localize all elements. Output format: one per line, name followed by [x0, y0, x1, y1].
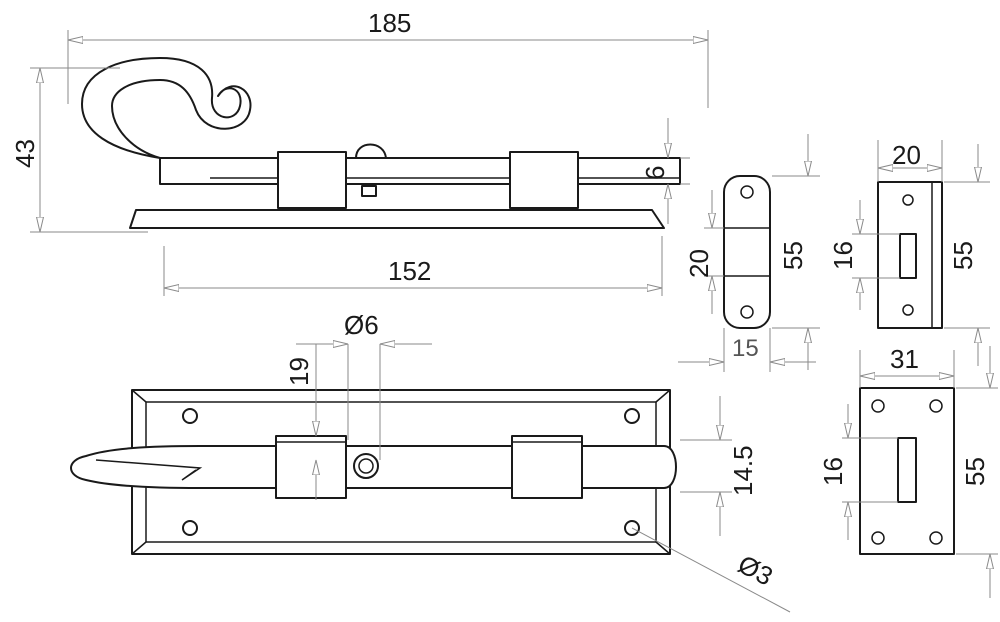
dim-plate-keeper-width-label: 20	[892, 140, 921, 170]
plate-keeper-slot	[899, 233, 917, 279]
keeper-body	[723, 175, 771, 329]
dim-keeper-height-label: 55	[778, 241, 808, 270]
dim-bolt-width: 14.5	[680, 396, 758, 536]
screw-hole	[182, 520, 198, 536]
dim-base-length-label: 152	[388, 256, 431, 286]
dim-plate-keeper-height-label: 55	[948, 241, 978, 270]
square-keeper-hole	[929, 531, 943, 545]
dim-plate-keeper-slot-label: 16	[828, 241, 858, 270]
guide-right-side	[509, 151, 579, 209]
dim-bolt-width-label: 14.5	[728, 445, 758, 496]
plate-keeper-side-view	[877, 181, 943, 329]
knob-stem	[361, 185, 377, 197]
dim-square-keeper-slot-label: 16	[818, 457, 848, 486]
dim-base-length: 152	[163, 236, 663, 296]
square-keeper-slot	[897, 437, 917, 503]
square-keeper-hole	[871, 531, 885, 545]
side-elevation-view	[81, 57, 681, 229]
guide-left-side	[277, 151, 347, 209]
dim-keeper-height: 55	[772, 134, 820, 370]
dim-height-label: 43	[10, 139, 40, 168]
guide-right-plan	[511, 435, 583, 499]
dim-keeper-width: 15	[678, 328, 816, 372]
dim-keeper-slot: 20	[684, 190, 724, 314]
plan-view	[70, 389, 677, 555]
dim-square-keeper-height: 55	[956, 346, 998, 598]
bolt-bar-side	[159, 157, 681, 185]
dim-plate-keeper-height: 55	[944, 144, 990, 366]
plate-keeper-hole	[902, 194, 914, 206]
dim-height: 43	[10, 67, 148, 233]
keeper-hole-bottom	[740, 305, 754, 319]
square-keeper-hole	[871, 399, 885, 413]
dim-hole-diameter-label: Ø6	[344, 310, 379, 340]
knob-hole-outer	[353, 453, 379, 479]
dim-bolt-thickness-label: 6	[640, 166, 670, 180]
dim-guide-offset-label: 19	[284, 357, 314, 386]
guide-left-plan	[275, 435, 347, 499]
square-keeper-hole	[929, 399, 943, 413]
dim-square-keeper-height-label: 55	[960, 457, 990, 486]
screw-hole	[624, 408, 640, 424]
dim-screw-hole: Ø3	[631, 527, 791, 613]
knob-side	[355, 143, 387, 159]
dim-square-keeper-width: 31	[859, 344, 955, 388]
square-keeper-view	[859, 387, 955, 555]
dim-square-keeper-width-label: 31	[890, 344, 919, 374]
knob-hole-inner	[358, 458, 374, 474]
dim-keeper-slot-label: 20	[684, 249, 714, 278]
dim-overall-length: 185	[67, 8, 709, 108]
dim-overall-length-label: 185	[368, 8, 411, 38]
dim-guide-offset: 19	[284, 344, 316, 500]
dim-square-keeper-slot: 16	[818, 404, 898, 540]
plate-keeper-hole	[902, 304, 914, 316]
crook-tip-plan	[95, 459, 203, 481]
dim-plate-keeper-slot: 16	[828, 200, 900, 310]
dim-hole-diameter: Ø6	[296, 310, 432, 460]
crook-handle-side	[81, 57, 252, 159]
screw-hole	[182, 408, 198, 424]
keeper-hole-top	[740, 185, 754, 199]
dim-keeper-width-label: 15	[732, 335, 759, 362]
base-plate-side	[129, 209, 665, 229]
keeper-view	[723, 175, 771, 329]
dim-bolt-thickness: 6	[640, 118, 690, 224]
dim-plate-keeper-width: 20	[877, 140, 943, 182]
